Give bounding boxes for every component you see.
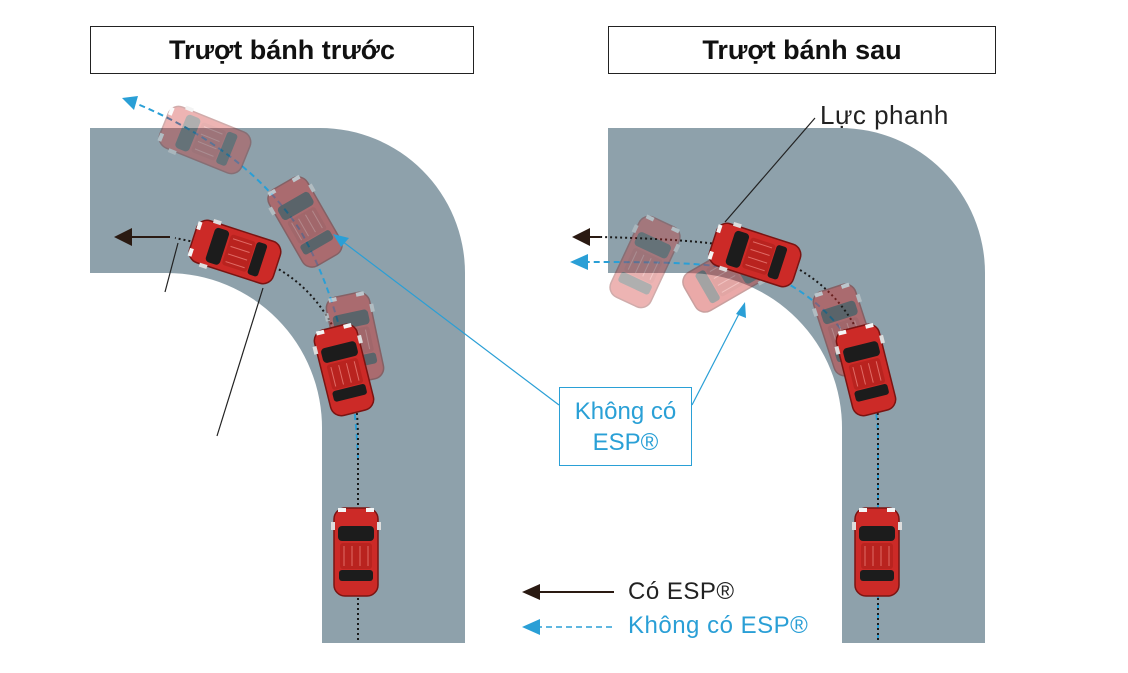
brake-force-label: Lực phanh xyxy=(820,100,949,130)
legend-with-esp: Có ESP® xyxy=(628,578,735,605)
panel-title-front-skid: Trượt bánh trước xyxy=(90,26,474,74)
car-right-1 xyxy=(851,507,903,597)
legend-solid-arrowhead xyxy=(522,584,540,600)
without-esp-callout: Không có ESP® xyxy=(559,387,692,466)
arrow-head-with-esp-right xyxy=(572,228,590,246)
arrow-head-without-esp-right xyxy=(570,254,588,270)
car-left-1 xyxy=(330,507,382,597)
arrow-head-without-esp-left xyxy=(122,96,138,110)
legend-dashed-arrowhead xyxy=(522,619,540,635)
road-right xyxy=(608,128,985,643)
without-esp-callout-line2: ESP® xyxy=(592,428,659,456)
without-esp-callout-line1: Không có xyxy=(574,397,677,425)
arrow-head-with-esp-left xyxy=(114,228,132,246)
panel-title-rear-skid: Trượt bánh sau xyxy=(608,26,996,74)
legend-without-esp: Không có ESP® xyxy=(628,612,809,639)
